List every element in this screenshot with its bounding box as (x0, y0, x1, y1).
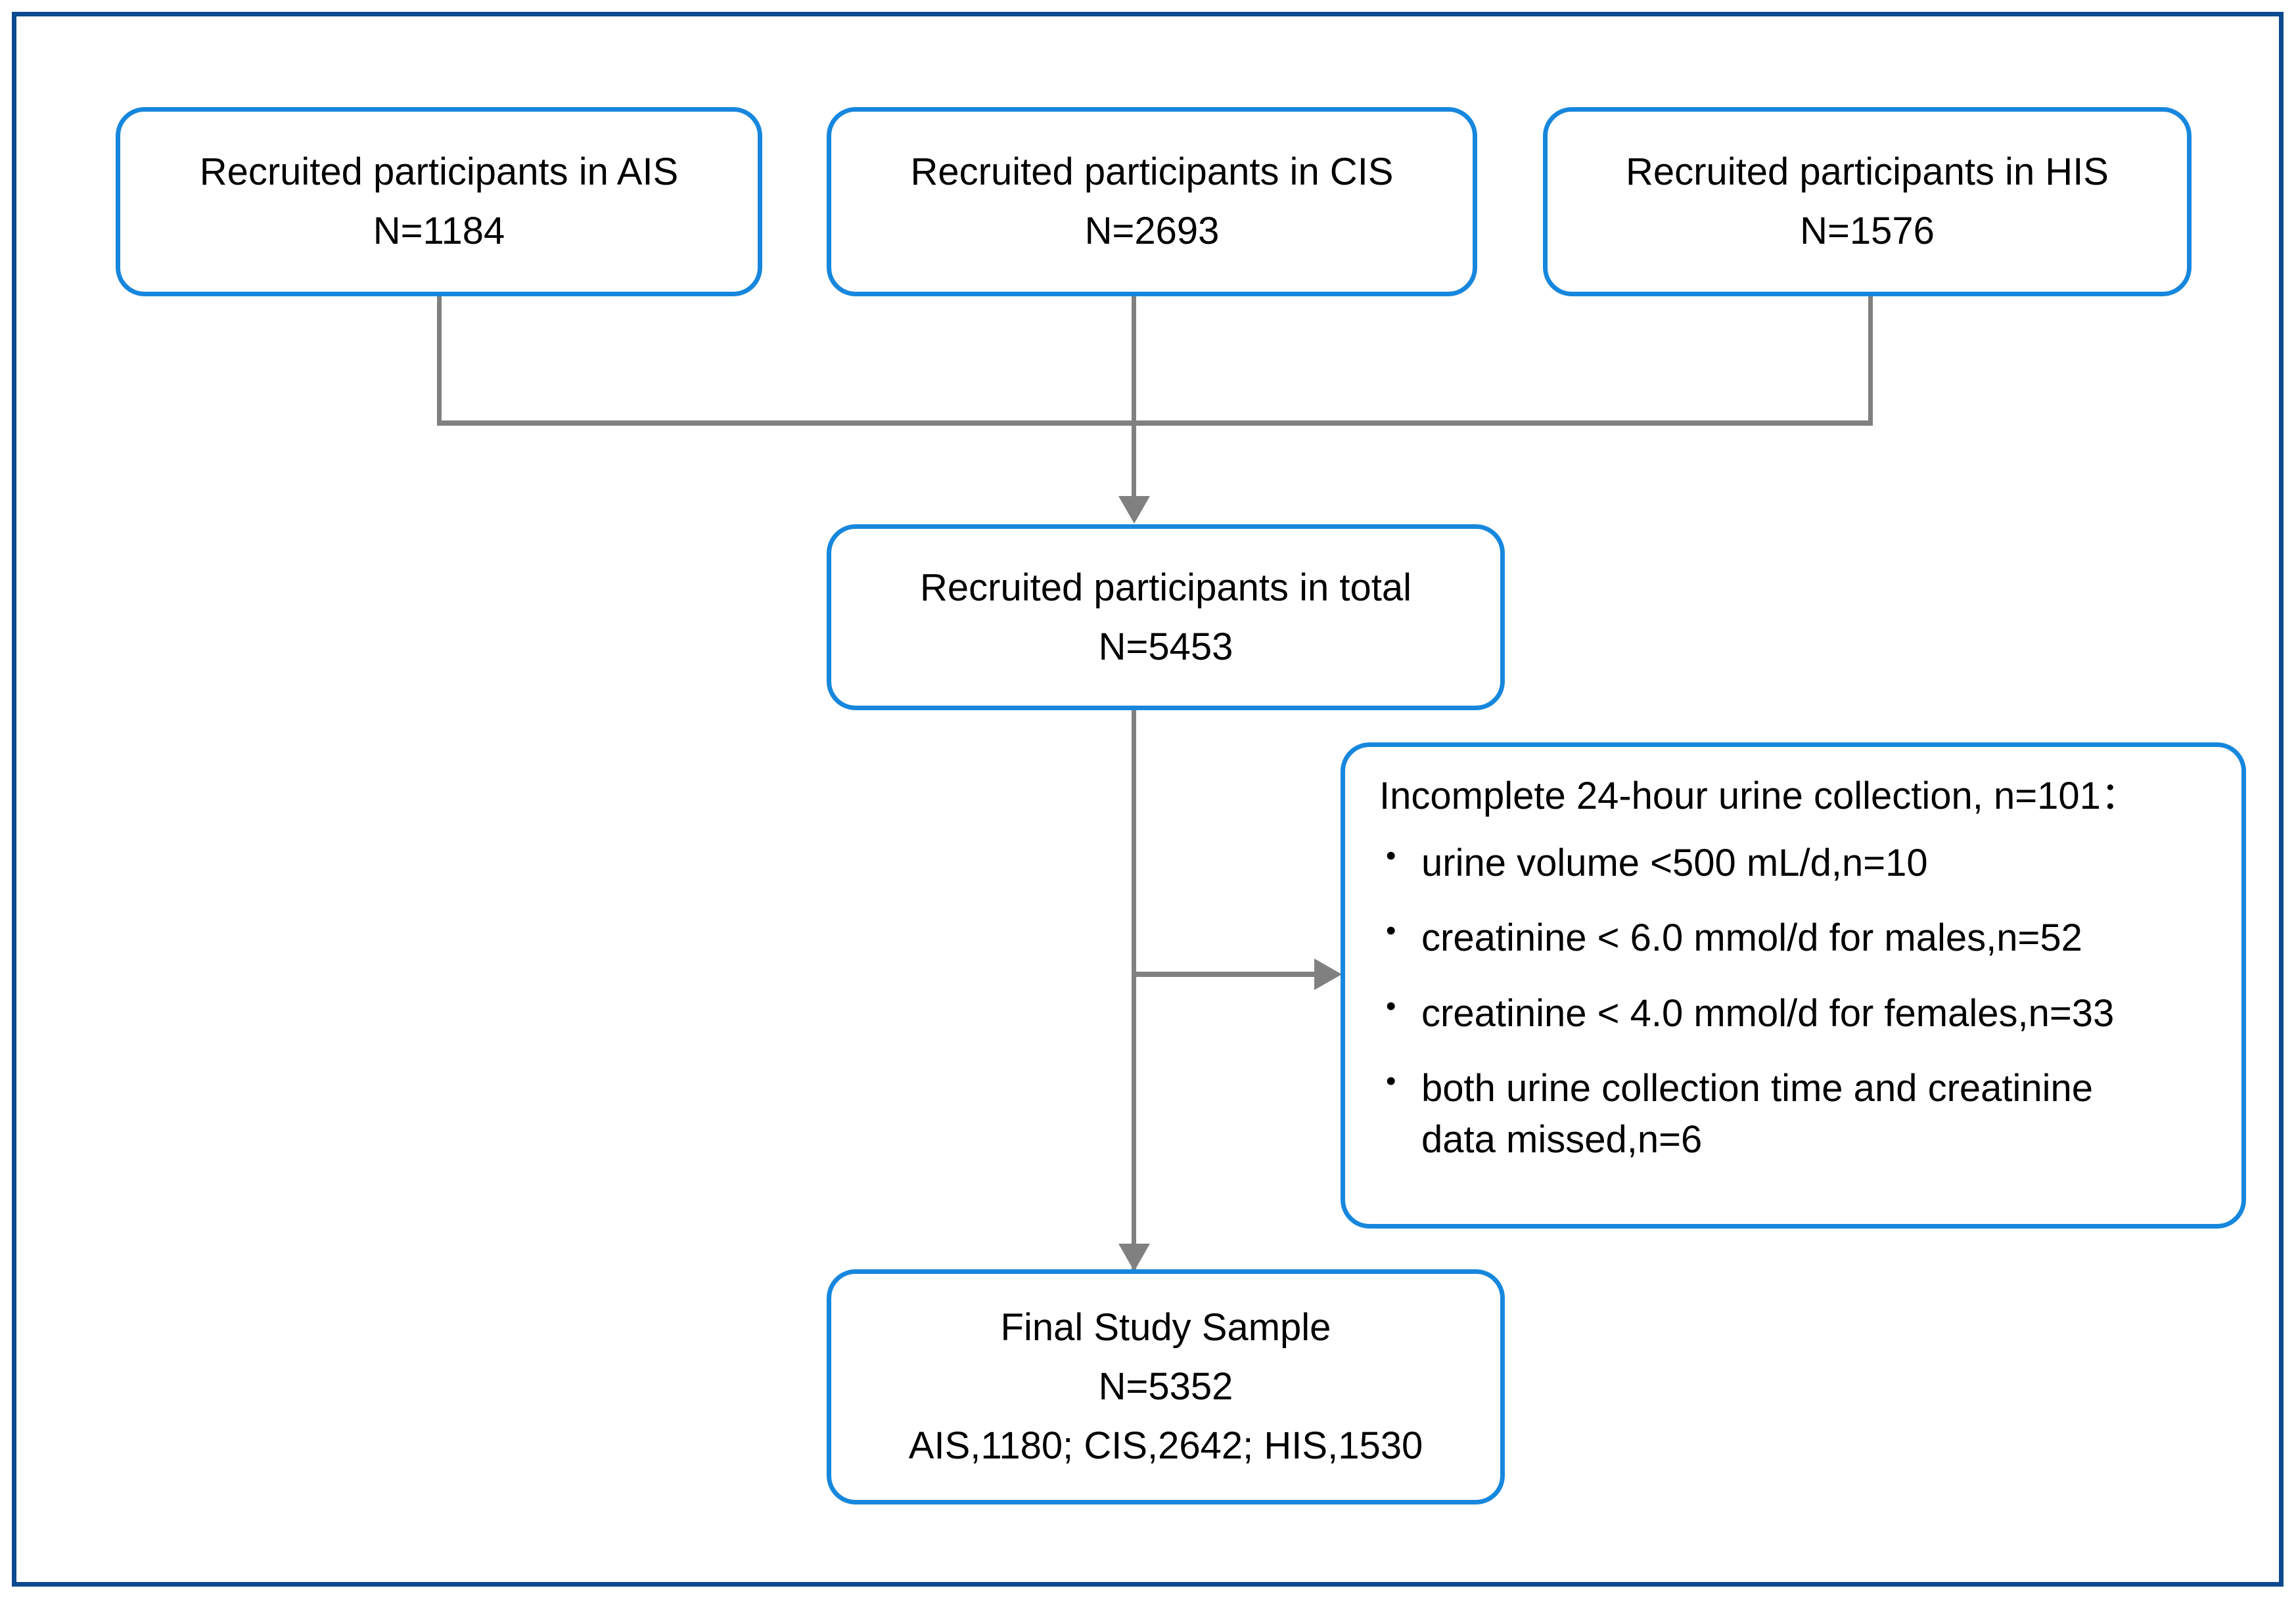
node-recruited-cis[interactable]: Recruited participants in CIS N=2693 (827, 107, 1477, 296)
node-recruited-his[interactable]: Recruited participants in HIS N=1576 (1543, 107, 2192, 296)
node-cis-label: Recruited participants in CIS (910, 150, 1394, 194)
connector-ais-vertical (437, 296, 442, 425)
node-final-breakdown: AIS,1180; CIS,2642; HIS,1530 (908, 1424, 1423, 1467)
connector-his-vertical (1868, 296, 1873, 425)
connector-merge-bar (437, 420, 1873, 426)
node-recruited-ais[interactable]: Recruited participants in AIS N=1184 (116, 107, 762, 296)
list-item: • creatinine < 4.0 mmol/d for females,n=… (1377, 988, 2215, 1039)
exclusion-item-text: both urine collection time and creatinin… (1421, 1066, 2094, 1110)
node-cis-count: N=2693 (1084, 210, 1220, 252)
connector-cis-vertical (1132, 296, 1136, 500)
bullet-icon: • (1386, 915, 1396, 947)
bullet-icon: • (1386, 989, 1396, 1022)
connector-total-vertical (1132, 710, 1136, 1272)
bullet-icon: • (1386, 840, 1396, 872)
node-final-study-sample[interactable]: Final Study Sample N=5352 AIS,1180; CIS,… (827, 1269, 1505, 1504)
node-his-label: Recruited participants in HIS (1626, 150, 2109, 194)
exclusion-list: • urine volume <500 mL/d,n=10 • creatini… (1377, 838, 2215, 1165)
node-ais-label: Recruited participants in AIS (199, 150, 679, 194)
exclusion-item-text: urine volume <500 mL/d,n=10 (1421, 842, 1928, 884)
exclusion-item-text: creatinine < 6.0 mmol/d for males,n=52 (1421, 916, 2082, 960)
node-ais-count: N=1184 (373, 210, 505, 252)
exclusion-title: Incomplete 24-hour urine collection, n=1… (1379, 775, 2139, 817)
node-final-count: N=5352 (1098, 1365, 1233, 1409)
exclusion-item-text: creatinine < 4.0 mmol/d for females,n=33 (1421, 991, 2115, 1035)
node-total-label: Recruited participants in total (920, 566, 1412, 609)
list-item: • creatinine < 6.0 mmol/d for males,n=52 (1377, 913, 2215, 964)
node-his-count: N=1576 (1800, 210, 1935, 252)
connector-exclusion-horizontal (1134, 972, 1318, 977)
connector-exclusion-arrowhead (1314, 959, 1342, 990)
node-final-label: Final Study Sample (1000, 1306, 1331, 1349)
list-item: • both urine collection time and creatin… (1377, 1063, 2215, 1166)
bullet-icon: • (1386, 1064, 1396, 1097)
node-exclusion-criteria[interactable]: Incomplete 24-hour urine collection, n=1… (1341, 742, 2246, 1229)
node-total-count: N=5453 (1098, 625, 1233, 668)
list-item: • urine volume <500 mL/d,n=10 (1377, 838, 2215, 889)
connector-cis-arrowhead (1118, 496, 1150, 524)
node-recruited-total[interactable]: Recruited participants in total N=5453 (827, 524, 1505, 710)
exclusion-item-text-cont: data missed,n=6 (1421, 1118, 1703, 1162)
connector-final-arrowhead (1118, 1244, 1150, 1271)
